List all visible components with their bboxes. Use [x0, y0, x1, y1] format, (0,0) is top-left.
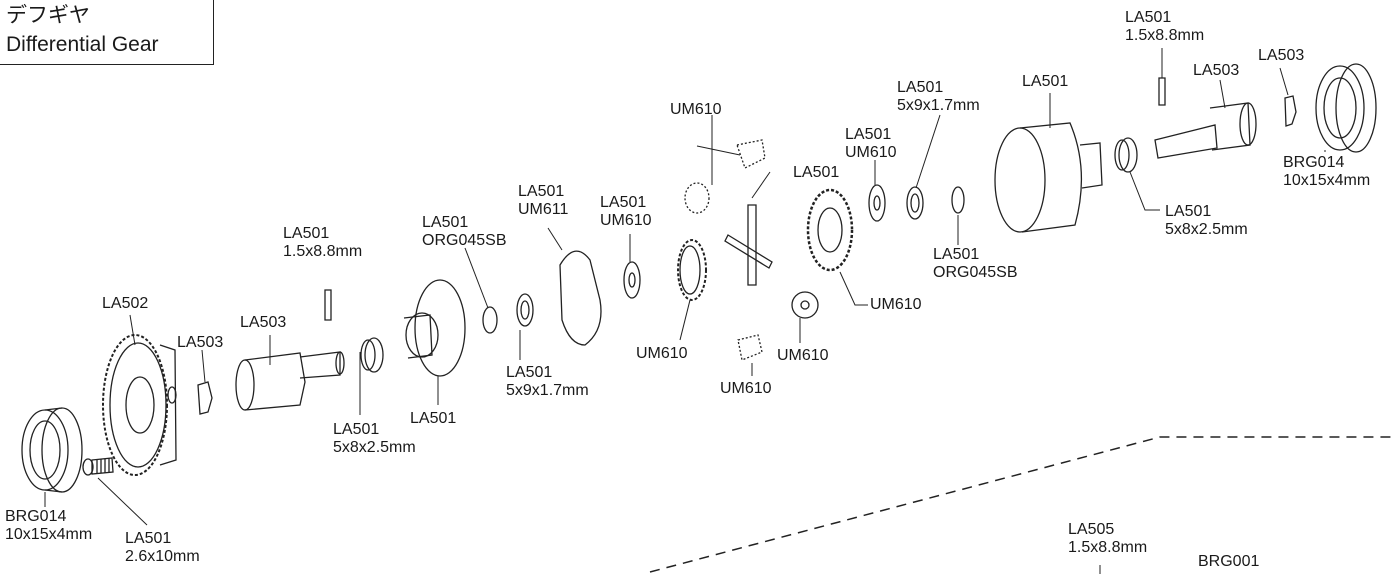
label-la502: LA502	[102, 295, 149, 312]
label-la503-clip-right: LA503	[1258, 47, 1305, 64]
case-right	[994, 122, 1103, 233]
pinion-bottom	[737, 334, 763, 361]
oring-left	[482, 306, 498, 334]
pinion-top	[736, 139, 766, 169]
leader-lines	[44, 48, 1326, 574]
spur-gear	[102, 334, 177, 476]
bevel-gear-left	[677, 239, 707, 301]
bushing-left	[360, 337, 384, 373]
pinion-right	[791, 291, 819, 319]
label-la503-cup-left: LA503	[240, 314, 287, 331]
ring-gear	[806, 188, 854, 272]
bushing-right	[1114, 137, 1138, 173]
bearing-right	[1315, 63, 1377, 153]
case-left	[403, 279, 466, 377]
bearing-left	[21, 407, 83, 493]
label-la503-cup-right: LA503	[1193, 62, 1240, 79]
shim-left	[623, 261, 641, 299]
label-la503-clip-left: LA503	[177, 334, 224, 351]
gasket	[559, 250, 602, 346]
oring-right	[951, 186, 965, 214]
title-japanese: デフギヤ	[6, 4, 90, 27]
label-um610-small-right: UM610	[777, 347, 829, 364]
clip-right	[1284, 95, 1297, 127]
label-la501-case-left: LA501	[410, 410, 457, 427]
label-la501-case-right: LA501	[1022, 73, 1069, 90]
title-english: Differential Gear	[6, 33, 159, 56]
label-um610-bottom: UM610	[720, 380, 772, 397]
cup-left	[235, 351, 345, 411]
label-um610-gear-left: UM610	[636, 345, 688, 362]
washer-right	[906, 186, 924, 220]
screw	[82, 457, 114, 476]
pinion-middle	[684, 182, 710, 214]
shim-right	[868, 184, 886, 222]
label-um610-ring: UM610	[870, 296, 922, 313]
pin-left	[324, 289, 332, 321]
pin-right	[1158, 77, 1166, 106]
label-um610-top: UM610	[670, 101, 722, 118]
cup-right	[1154, 102, 1257, 159]
label-la501-cross: LA501	[793, 164, 840, 181]
washer-left	[516, 293, 534, 327]
clip-left	[197, 381, 213, 415]
title-box: デフギヤ Differential Gear	[0, 0, 214, 65]
dashed-boundary	[649, 436, 1395, 573]
cross-shaft	[724, 204, 773, 286]
label-brg001: BRG001	[1198, 553, 1260, 570]
